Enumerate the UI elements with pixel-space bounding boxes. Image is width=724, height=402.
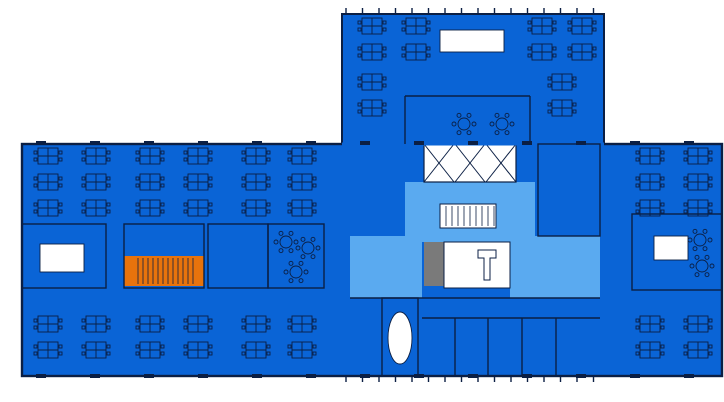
workstation-cluster-45	[401, 43, 431, 61]
office-floor-areas	[22, 14, 722, 376]
workstation-cluster-13	[81, 199, 111, 217]
workstation-cluster-48	[357, 73, 387, 91]
walls	[20, 13, 724, 378]
workstation-cluster-0	[33, 147, 63, 165]
workstation-cluster-17	[287, 199, 317, 217]
workstation-cluster-38	[635, 341, 665, 359]
core-service-room	[443, 241, 511, 289]
workstation-cluster-4	[241, 147, 271, 165]
core-stair-treads	[439, 203, 497, 229]
core-restrooms	[510, 236, 600, 298]
workstation-cluster-21	[183, 315, 213, 333]
fire-stair-area	[124, 256, 204, 286]
workstation-cluster-30	[635, 147, 665, 165]
workstation-cluster-24	[33, 341, 63, 359]
workstation-cluster-28	[241, 341, 271, 359]
furniture	[33, 8, 715, 382]
workstation-cluster-19	[81, 315, 111, 333]
workstation-cluster-2	[135, 147, 165, 165]
elevator-bank	[424, 242, 444, 286]
fire-stair	[124, 256, 204, 286]
oval-conference-table	[387, 311, 413, 365]
workstation-cluster-43	[567, 17, 597, 35]
workstation-cluster-9	[183, 173, 213, 191]
workstation-cluster-33	[683, 173, 713, 191]
workstation-cluster-14	[135, 199, 165, 217]
workstation-cluster-3	[183, 147, 213, 165]
service-symbol	[477, 249, 497, 281]
workstation-cluster-49	[547, 73, 577, 91]
workstation-cluster-20	[135, 315, 165, 333]
round-table-5	[687, 228, 713, 252]
elevator-x-marks	[423, 143, 517, 183]
round-table-4	[283, 260, 309, 284]
workstation-cluster-29	[287, 341, 317, 359]
workstation-cluster-44	[357, 43, 387, 61]
workstation-cluster-36	[635, 315, 665, 333]
conference-table-north	[439, 29, 505, 53]
workstation-cluster-16	[241, 199, 271, 217]
workstation-cluster-15	[183, 199, 213, 217]
workstation-cluster-50	[357, 99, 387, 117]
workstation-cluster-18	[33, 315, 63, 333]
workstation-cluster-37	[683, 315, 713, 333]
workstation-cluster-1	[81, 147, 111, 165]
workstation-cluster-47	[567, 43, 597, 61]
workstation-cluster-34	[635, 199, 665, 217]
round-table-0	[451, 112, 477, 136]
workstation-cluster-46	[527, 43, 557, 61]
workstation-cluster-25	[81, 341, 111, 359]
workstation-cluster-40	[357, 17, 387, 35]
workstation-cluster-8	[135, 173, 165, 191]
core-south	[350, 236, 422, 298]
workstation-cluster-26	[135, 341, 165, 359]
round-table-1	[489, 112, 515, 136]
workstation-cluster-35	[683, 199, 713, 217]
workstation-cluster-11	[287, 173, 317, 191]
workstation-cluster-32	[635, 173, 665, 191]
workstation-cluster-31	[683, 147, 713, 165]
conference-table-east	[653, 235, 689, 261]
workstation-cluster-41	[401, 17, 431, 35]
workstation-cluster-39	[683, 341, 713, 359]
workstation-cluster-5	[287, 147, 317, 165]
round-table-3	[295, 236, 321, 260]
workstation-cluster-7	[81, 173, 111, 191]
workstation-cluster-10	[241, 173, 271, 191]
workstation-cluster-6	[33, 173, 63, 191]
conference-table-west	[39, 243, 85, 273]
round-table-6	[689, 254, 715, 278]
circulation-core	[350, 143, 600, 298]
workstation-cluster-12	[33, 199, 63, 217]
workstation-cluster-23	[287, 315, 317, 333]
workstation-cluster-27	[183, 341, 213, 359]
round-table-2	[273, 230, 299, 254]
workstation-cluster-51	[547, 99, 577, 117]
workstation-cluster-42	[527, 17, 557, 35]
workstation-cluster-22	[241, 315, 271, 333]
